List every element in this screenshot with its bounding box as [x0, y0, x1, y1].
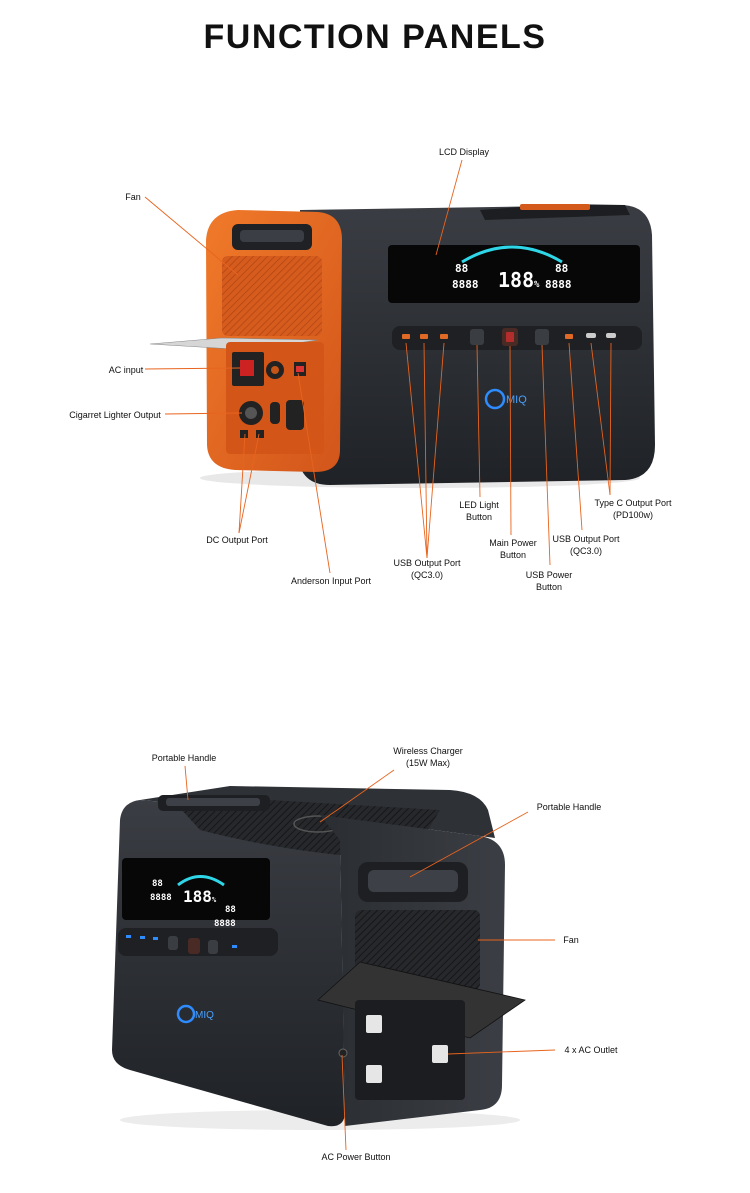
lcd-top: 88 8888 188 % 88 8888: [452, 262, 572, 292]
lcd-center-unit: %: [534, 280, 540, 290]
label-usb-output-port: USB Output Port (QC3.0): [393, 558, 461, 580]
label-fan: Fan: [125, 192, 141, 202]
label-ac-outlet: 4 x AC Outlet: [564, 1045, 618, 1055]
label-lcd-display: LCD Display: [438, 147, 489, 157]
label-type-c-output-port: Type C Output Port (PD100w): [594, 498, 672, 520]
lcd-b-right-top: 88: [225, 905, 236, 915]
label-portable-handle-left: Portable Handle: [151, 753, 217, 763]
lcd-left-bottom: 8888: [452, 278, 479, 291]
lcd-left-top: 88: [455, 262, 468, 275]
lcd-b-left-top: 88: [152, 879, 163, 889]
callout-lines-top: [144, 159, 612, 574]
callout-lines-bottom: [184, 765, 556, 1151]
label-ac-input: AC input: [108, 365, 144, 375]
lcd-bottom: 88 8888 188 % 88 8888: [150, 879, 236, 929]
label-wireless-charger: Wireless Charger (15W Max): [393, 746, 463, 768]
bottom-product: MIQ: [112, 786, 526, 1130]
page-title: FUNCTION PANELS: [203, 18, 547, 56]
lcd-b-center-unit: %: [212, 896, 217, 904]
label-dc-output-port: DC Output Port: [206, 535, 268, 545]
label-main-power-button: Main Power Button: [489, 538, 537, 560]
lcd-b-left-bottom: 8888: [150, 893, 172, 903]
label-anderson-input-port: Anderson Input Port: [290, 576, 372, 586]
label-usb-power-button: USB Power Button: [525, 570, 573, 592]
label-usb-output-port-right: USB Output Port (QC3.0): [552, 534, 620, 556]
label-led-light-button: LED Light Button: [459, 500, 499, 522]
lcd-right-bottom: 8888: [545, 278, 572, 291]
lcd-center: 188: [498, 268, 534, 292]
lcd-b-center: 188: [183, 887, 212, 906]
top-product: MIQ: [149, 204, 655, 488]
label-cigarette-lighter-output: Cigarret Lighter Output: [69, 410, 161, 420]
label-fan-bottom: Fan: [563, 935, 579, 945]
brand-logo-bottom: MIQ: [195, 1010, 214, 1021]
label-portable-handle-right: Portable Handle: [536, 802, 602, 812]
label-ac-power-button: AC Power Button: [321, 1152, 391, 1162]
brand-logo-top: MIQ: [506, 394, 527, 406]
lcd-right-top: 88: [555, 262, 568, 275]
lcd-b-right-bottom: 8888: [214, 919, 236, 929]
